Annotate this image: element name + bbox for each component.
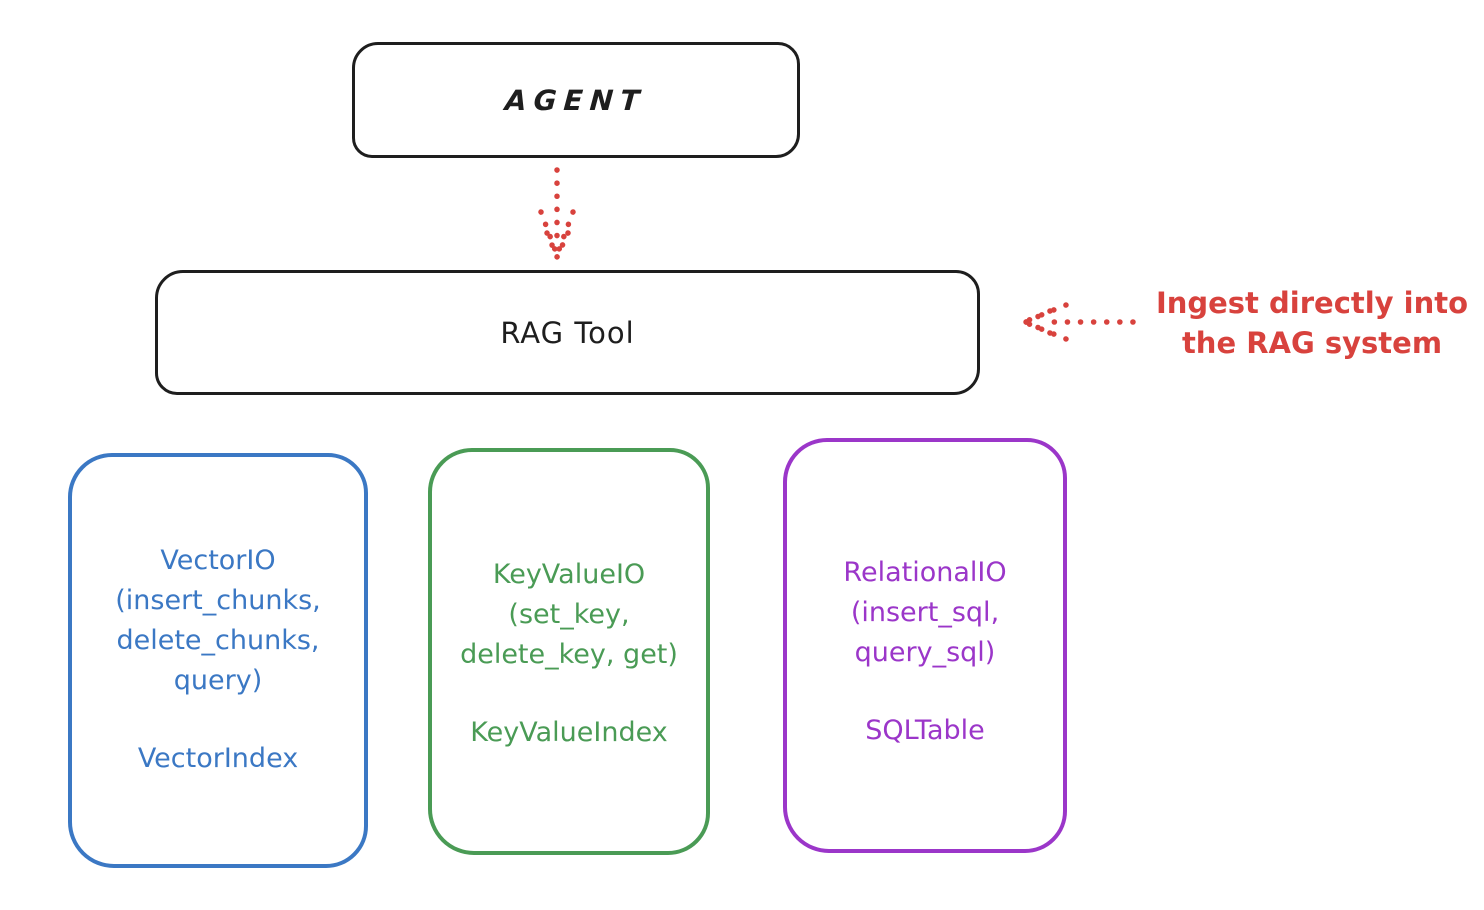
keyvalue-io-line: KeyValueIO bbox=[492, 559, 646, 590]
relational-io-line: RelationalIO bbox=[843, 557, 1007, 588]
keyvalue-index-label: KeyValueIndex bbox=[470, 717, 668, 748]
ingest-annotation: Ingest directly into the RAG system bbox=[1140, 283, 1484, 363]
agent-label: AGENT bbox=[504, 83, 648, 117]
relational-io-line: (insert_sql, bbox=[850, 597, 1000, 628]
ingest-annotation-line2: the RAG system bbox=[1181, 326, 1443, 360]
arrow-down-icon bbox=[538, 167, 576, 260]
agent-box: AGENT bbox=[352, 42, 800, 158]
arrow-left-icon bbox=[1021, 302, 1136, 342]
relational-io-line: query_sql) bbox=[854, 637, 996, 668]
relational-io-box: RelationalIO (insert_sql, query_sql) SQL… bbox=[783, 438, 1067, 853]
vector-io-line: query) bbox=[173, 665, 263, 696]
rag-tool-box: RAG Tool bbox=[155, 270, 980, 395]
vector-io-line: VectorIO bbox=[160, 545, 276, 576]
keyvalue-io-box: KeyValueIO (set_key, delete_key, get) Ke… bbox=[428, 448, 710, 855]
rag-tool-label: RAG Tool bbox=[500, 315, 635, 350]
vector-io-line: delete_chunks, bbox=[116, 625, 320, 656]
ingest-annotation-line1: Ingest directly into bbox=[1155, 286, 1469, 320]
sql-table-label: SQLTable bbox=[865, 715, 985, 746]
keyvalue-io-line: delete_key, get) bbox=[460, 639, 678, 670]
keyvalue-io-line: (set_key, bbox=[508, 599, 630, 630]
vector-io-line: (insert_chunks, bbox=[115, 585, 321, 616]
vector-io-box: VectorIO (insert_chunks, delete_chunks, … bbox=[68, 453, 368, 868]
vector-index-label: VectorIndex bbox=[137, 743, 299, 774]
